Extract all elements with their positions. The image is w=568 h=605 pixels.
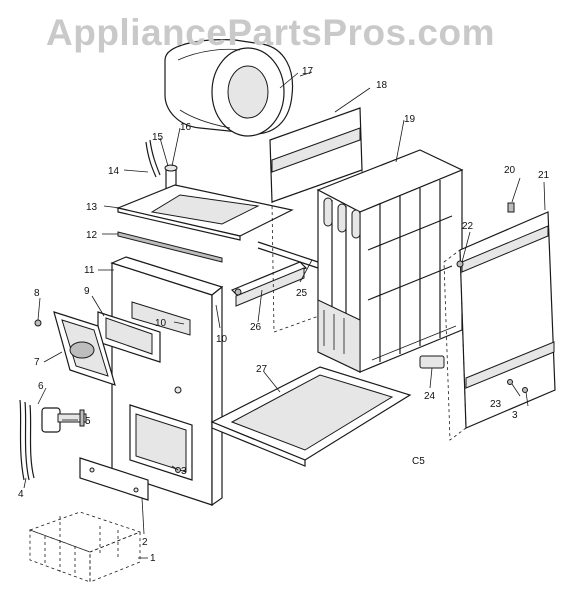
- callout-17: 17: [302, 66, 314, 77]
- watermark: AppliancePartsPros.com: [46, 12, 495, 53]
- callout-22: 22: [462, 221, 474, 232]
- callout-6: 6: [38, 381, 44, 392]
- top-panel: [116, 184, 294, 241]
- burner-door: [34, 311, 116, 386]
- callout-11: 11: [84, 265, 95, 276]
- leader-lines: [23, 71, 546, 559]
- callout-8: 8: [34, 288, 40, 299]
- callout-21: 21: [538, 170, 550, 181]
- callout-10-side: 10: [216, 334, 228, 345]
- bracket: [79, 457, 149, 501]
- callout-19: 19: [404, 114, 416, 125]
- callout-18: 18: [376, 80, 388, 91]
- cabinet-body: [110, 256, 224, 507]
- callout-20: 20: [504, 165, 516, 176]
- callout-labels: 1 2 3 3 4 5 6 7 8 9 10 10 11 12 13 14 15…: [18, 66, 550, 564]
- side-panel: [443, 211, 556, 441]
- callout-2: 2: [142, 537, 148, 548]
- screw: [507, 202, 515, 213]
- callout-9: 9: [84, 286, 90, 297]
- blower-housing: [164, 39, 294, 137]
- callout-14: 14: [108, 166, 120, 177]
- sensor-assembly: [145, 139, 178, 191]
- manifold-bracket: [230, 261, 308, 307]
- fitting: [456, 260, 464, 268]
- bottom-pan: [210, 366, 412, 467]
- callout-26: 26: [250, 322, 262, 333]
- burner-tube: [257, 241, 319, 269]
- callout-25: 25: [296, 288, 308, 299]
- fasteners: [175, 379, 528, 473]
- callout-3-lower-cabinet: 3: [181, 466, 187, 477]
- callout-15: 15: [152, 132, 164, 143]
- clip: [419, 355, 445, 369]
- burner-assembly: [28, 511, 142, 583]
- callout-24: 24: [424, 391, 436, 402]
- heat-exchanger: [316, 149, 464, 373]
- callout-1: 1: [150, 553, 156, 564]
- rail: [117, 231, 223, 263]
- callout-7: 7: [34, 357, 40, 368]
- callout-4: 4: [18, 489, 24, 500]
- callout-23: 23: [490, 399, 502, 410]
- callout-5: 5: [85, 416, 91, 427]
- callout-27: 27: [256, 364, 268, 375]
- callout-10-front: 10: [155, 318, 167, 329]
- gas-valve: [41, 407, 87, 433]
- rear-panel: [269, 107, 365, 333]
- diagram-code: C5: [412, 456, 425, 467]
- wire-harness: [19, 399, 35, 481]
- callout-12: 12: [86, 230, 98, 241]
- callout-16: 16: [180, 122, 192, 133]
- callout-3-side-panel: 3: [512, 410, 518, 421]
- callout-13: 13: [86, 202, 98, 213]
